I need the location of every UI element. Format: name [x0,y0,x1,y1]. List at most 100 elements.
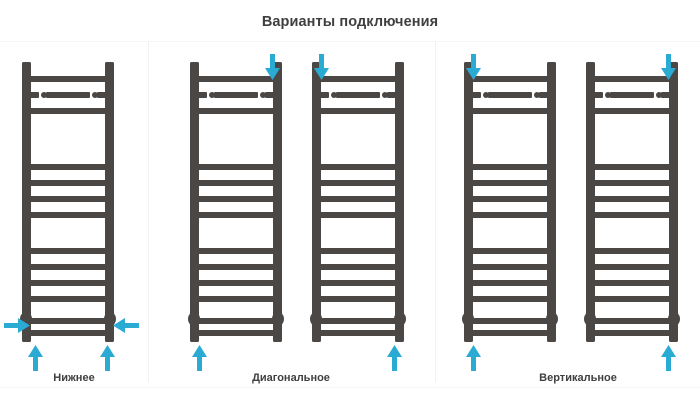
bracket-rung-segment [26,92,39,98]
radiator-rung [316,76,400,82]
radiator-rung [316,248,400,254]
valve-knob-right [668,312,680,326]
bracket-rung-segment [97,92,110,98]
panel-divider-2 [435,41,436,382]
radiator-rung [590,296,674,302]
radiator-rung [26,212,110,218]
radiator-post-left [22,62,31,342]
top-rule [0,41,700,42]
radiator-rung [468,296,552,302]
arrow-bottom-left-up-icon [28,345,43,371]
wall-mount-dot-icon [483,92,489,98]
bracket-rung-segment [610,92,654,98]
radiator-diagonal-2 [310,62,406,342]
radiator-post-right [669,62,678,342]
arrow-bottom-left-up-icon [466,345,481,371]
radiator-rung [468,180,552,186]
radiator-rung [194,296,278,302]
radiator-post-left [190,62,199,342]
radiator-rung [590,330,674,336]
radiator-rung [194,280,278,286]
radiator-rung [468,108,552,114]
radiator-rung [316,330,400,336]
wall-mount-dot-icon [534,92,540,98]
radiator-rung [26,108,110,114]
radiator-rung [468,318,552,324]
radiator-rung [194,180,278,186]
radiator-bottom-1 [20,62,116,342]
radiator-post-right [105,62,114,342]
radiator-bracket-rung [316,92,400,98]
bracket-rung-segment [539,92,552,98]
radiator-rung [468,196,552,202]
radiator-rung [194,196,278,202]
radiator-rung [194,108,278,114]
bracket-rung-segment [661,92,674,98]
bracket-rung-segment [316,92,329,98]
radiator-post-left [586,62,595,342]
radiator-rung [316,108,400,114]
arrow-right-inward-icon [113,318,139,333]
radiator-rung [194,164,278,170]
radiator-rung [194,264,278,270]
group-label-diagonal: Диагональное [252,372,330,384]
arrow-left-inward-icon [4,318,30,333]
wall-mount-dot-icon [92,92,98,98]
radiator-rung [590,318,674,324]
radiator-rung [194,330,278,336]
radiator-rung [26,76,110,82]
radiator-rung [590,164,674,170]
radiator-rung [590,76,674,82]
bracket-rung-segment [488,92,532,98]
wall-mount-dot-icon [41,92,47,98]
radiator-rung [468,248,552,254]
arrow-top-left-down-icon [466,54,481,80]
radiator-rung [316,212,400,218]
radiator-bracket-rung [194,92,278,98]
radiator-bracket-rung [590,92,674,98]
bracket-rung-segment [194,92,207,98]
wall-mount-dot-icon [656,92,662,98]
panel-divider-1 [148,41,149,382]
radiator-diagonal-1 [188,62,284,342]
valve-knob-left [462,312,474,326]
radiator-rung [316,180,400,186]
radiator-rung [468,164,552,170]
valve-knob-right [104,312,116,326]
radiator-rung [26,330,110,336]
radiator-bracket-rung [468,92,552,98]
group-label-vertical: Вертикальное [539,372,617,384]
page-title: Варианты подключения [261,14,439,30]
radiator-rung [316,164,400,170]
bracket-rung-segment [46,92,90,98]
radiator-rung [468,330,552,336]
radiator-rung [26,196,110,202]
radiator-rung [468,280,552,286]
radiator-rung [26,280,110,286]
radiator-rung [26,318,110,324]
wall-mount-dot-icon [382,92,388,98]
radiator-rung [316,280,400,286]
bracket-rung-segment [590,92,603,98]
arrow-bottom-right-up-icon [387,345,402,371]
radiator-rung [194,76,278,82]
radiator-rung [590,212,674,218]
arrow-top-left-down-icon [314,54,329,80]
bracket-rung-segment [265,92,278,98]
radiator-rung [316,264,400,270]
radiator-rung [468,264,552,270]
radiator-vertical-1 [462,62,558,342]
radiator-post-right [273,62,282,342]
radiator-post-right [395,62,404,342]
arrow-top-right-down-icon [265,54,280,80]
radiator-rung [26,296,110,302]
radiator-rung [316,296,400,302]
radiator-rung [194,248,278,254]
bracket-rung-segment [387,92,400,98]
arrow-bottom-right-up-icon [100,345,115,371]
radiator-rung [26,264,110,270]
bracket-rung-segment [468,92,481,98]
radiator-rung [194,212,278,218]
radiator-rung [316,318,400,324]
